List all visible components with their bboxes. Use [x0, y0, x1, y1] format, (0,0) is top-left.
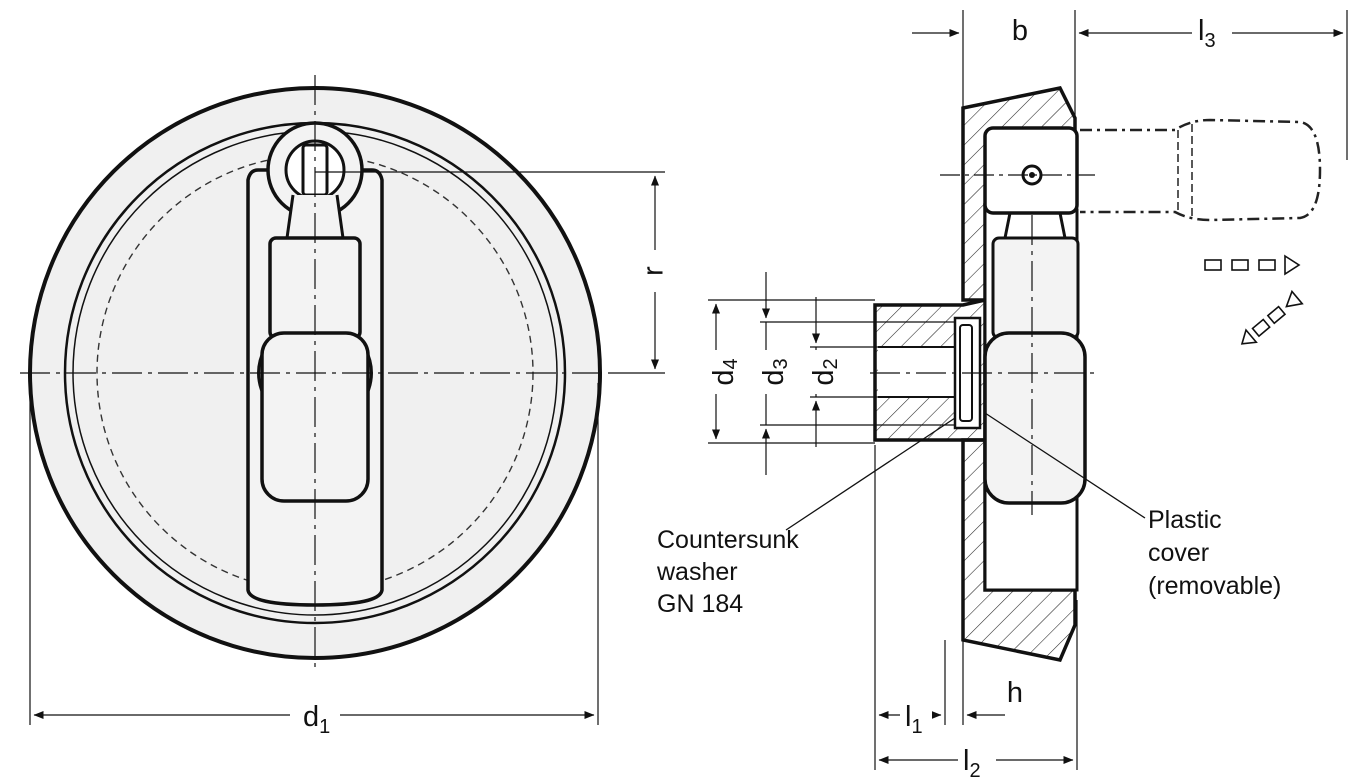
dim-d3-label: d3: [758, 358, 793, 385]
section-view: d4 d3 d2 b l3 l1 h l2: [700, 10, 1348, 777]
rotation-direction-arrows-icon: [1204, 254, 1304, 345]
svg-text:Plastic: Plastic: [1148, 506, 1222, 534]
dim-b-label: b: [1012, 15, 1028, 47]
callout-cover: Plastic cover (removable): [1148, 506, 1281, 600]
dim-r-label: r: [638, 266, 670, 276]
dim-d1-label: d1: [303, 701, 330, 738]
bore: [878, 347, 960, 397]
dim-l1-label: l1: [905, 701, 923, 738]
folded-handle-phantom: [1080, 118, 1322, 222]
dim-h-label: h: [1007, 677, 1023, 709]
callout-washer: Countersunk washer GN 184: [656, 526, 799, 618]
svg-text:Countersunk: Countersunk: [657, 526, 799, 554]
handle-grip-side: [983, 331, 1087, 505]
svg-text:washer: washer: [656, 558, 738, 586]
front-view: r d1: [20, 75, 670, 738]
svg-text:cover: cover: [1148, 539, 1209, 567]
dim-d2-label: d2: [808, 358, 843, 385]
handle-shaft-side: [991, 236, 1080, 340]
dim-l3-label: l3: [1198, 15, 1216, 52]
dim-l2-label: l2: [963, 745, 981, 777]
dim-d4-label: d4: [708, 358, 743, 385]
svg-text:(removable): (removable): [1148, 572, 1281, 600]
svg-text:GN 184: GN 184: [657, 590, 743, 618]
